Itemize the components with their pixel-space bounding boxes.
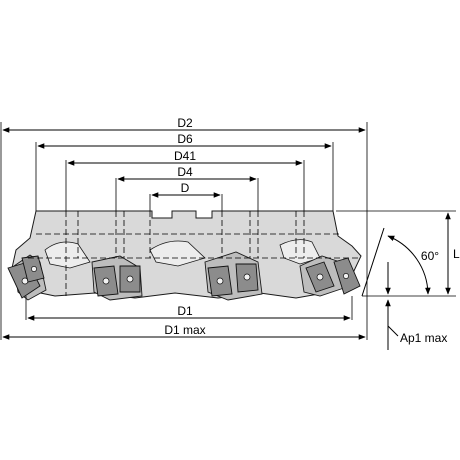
insert-5 bbox=[207, 265, 233, 297]
cutter-body bbox=[7, 210, 362, 301]
insert-7 bbox=[305, 261, 335, 293]
ap1max-label: Ap1 max bbox=[400, 331, 447, 345]
angle-arc bbox=[387, 235, 431, 295]
d6-label: D6 bbox=[177, 132, 193, 146]
insert-6 bbox=[235, 263, 259, 293]
chip-pocket-2 bbox=[149, 240, 206, 267]
length-label: L bbox=[453, 247, 460, 261]
d1max-label: D1 max bbox=[164, 323, 205, 337]
insert-8 bbox=[333, 257, 361, 295]
insert-4 bbox=[119, 265, 141, 293]
insert-2 bbox=[21, 255, 45, 283]
angle-label: 60° bbox=[421, 249, 439, 263]
d-label: D bbox=[181, 181, 190, 195]
d41-label: D41 bbox=[174, 149, 196, 163]
dimension-lines bbox=[2, 127, 451, 350]
d2-label: D2 bbox=[177, 116, 193, 130]
dimension-labels: D2 D6 D41 D4 D D1 D1 max L 60° Ap1 max bbox=[164, 116, 460, 345]
d1-label: D1 bbox=[177, 304, 193, 318]
d4-label: D4 bbox=[177, 165, 193, 179]
insert-3 bbox=[93, 265, 119, 297]
extension-lines bbox=[0, 122, 456, 340]
chip-pocket-1 bbox=[44, 241, 91, 269]
